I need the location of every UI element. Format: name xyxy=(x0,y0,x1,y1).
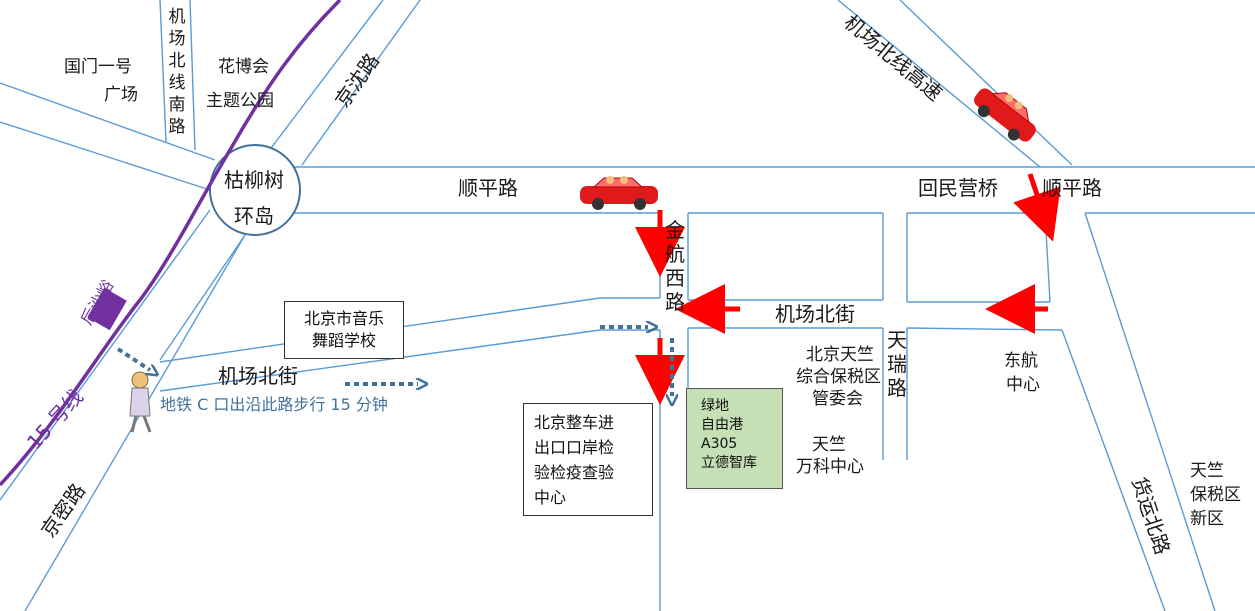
walking-route xyxy=(116,327,672,396)
destination-line3: A305 xyxy=(701,436,738,452)
place-bonded-line1: 天竺 xyxy=(1190,461,1224,481)
inspection-line4: 中心 xyxy=(534,488,567,507)
place-tianzhu-comm-line3: 管委会 xyxy=(812,389,863,409)
roundabout-circle xyxy=(209,144,301,236)
place-guomen-line1: 国门一号 xyxy=(64,57,132,77)
road-label-jinhang-xi: 金航西路 xyxy=(665,218,685,314)
place-vanke-line2: 万科中心 xyxy=(796,457,864,477)
inspection-line3: 验检疫查验 xyxy=(534,463,615,482)
place-guomen-line2: 广场 xyxy=(104,85,138,105)
road-label-jichang-beijie-bottom: 机场北街 xyxy=(218,364,298,388)
roundabout-line1: 枯柳树 xyxy=(224,168,284,192)
inspection-line2: 出口口岸检 xyxy=(534,438,615,457)
roundabout-line2: 环岛 xyxy=(234,204,274,228)
place-donghang-line1: 东航 xyxy=(1004,351,1038,371)
walking-note: 地铁 C 口出沿此路步行 15 分钟 xyxy=(160,395,388,414)
destination-line4: 立德智库 xyxy=(701,455,757,471)
place-huabo-line1: 花博会 xyxy=(218,57,269,77)
pedestrian-icon xyxy=(129,371,152,433)
place-bonded-line2: 保税区 xyxy=(1190,485,1241,505)
place-tianzhu-comm-line2: 综合保税区 xyxy=(796,367,881,387)
place-vanke-line1: 天竺 xyxy=(812,435,846,455)
place-donghang-line2: 中心 xyxy=(1006,375,1040,395)
metro-station-icon xyxy=(87,287,127,331)
car-icon xyxy=(974,88,1036,142)
destination-line2: 自由港 xyxy=(701,417,743,433)
place-huabo-line2: 主题公园 xyxy=(206,91,274,111)
music-school-line2: 舞蹈学校 xyxy=(311,331,376,350)
music-school-box: 北京市音乐 舞蹈学校 xyxy=(284,301,404,359)
destination-box: 绿地 自由港 A305 立德智库 xyxy=(686,388,783,489)
road-label-jichang-beijie-top: 机场北街 xyxy=(775,302,855,326)
metro-line-15 xyxy=(0,0,342,487)
car-icon xyxy=(580,176,658,210)
destination-line1: 绿地 xyxy=(701,398,729,414)
place-tianzhu-comm-line1: 北京天竺 xyxy=(806,345,874,365)
road-label-huiminying-bridge: 回民营桥 xyxy=(918,176,998,200)
car-route xyxy=(635,173,1061,405)
inspection-center-box: 北京整车进 出口口岸检 验检疫查验 中心 xyxy=(523,403,653,516)
road-label-jichang-beixian-nan: 机场北线南路 xyxy=(168,7,186,137)
place-bonded-line3: 新区 xyxy=(1190,509,1224,529)
inspection-line1: 北京整车进 xyxy=(534,413,615,432)
music-school-line1: 北京市音乐 xyxy=(303,309,384,328)
road-label-tianrui: 天瑞路 xyxy=(887,328,907,400)
road-label-shunping-right: 顺平路 xyxy=(1042,176,1102,200)
road-label-shunping-left: 顺平路 xyxy=(458,176,518,200)
